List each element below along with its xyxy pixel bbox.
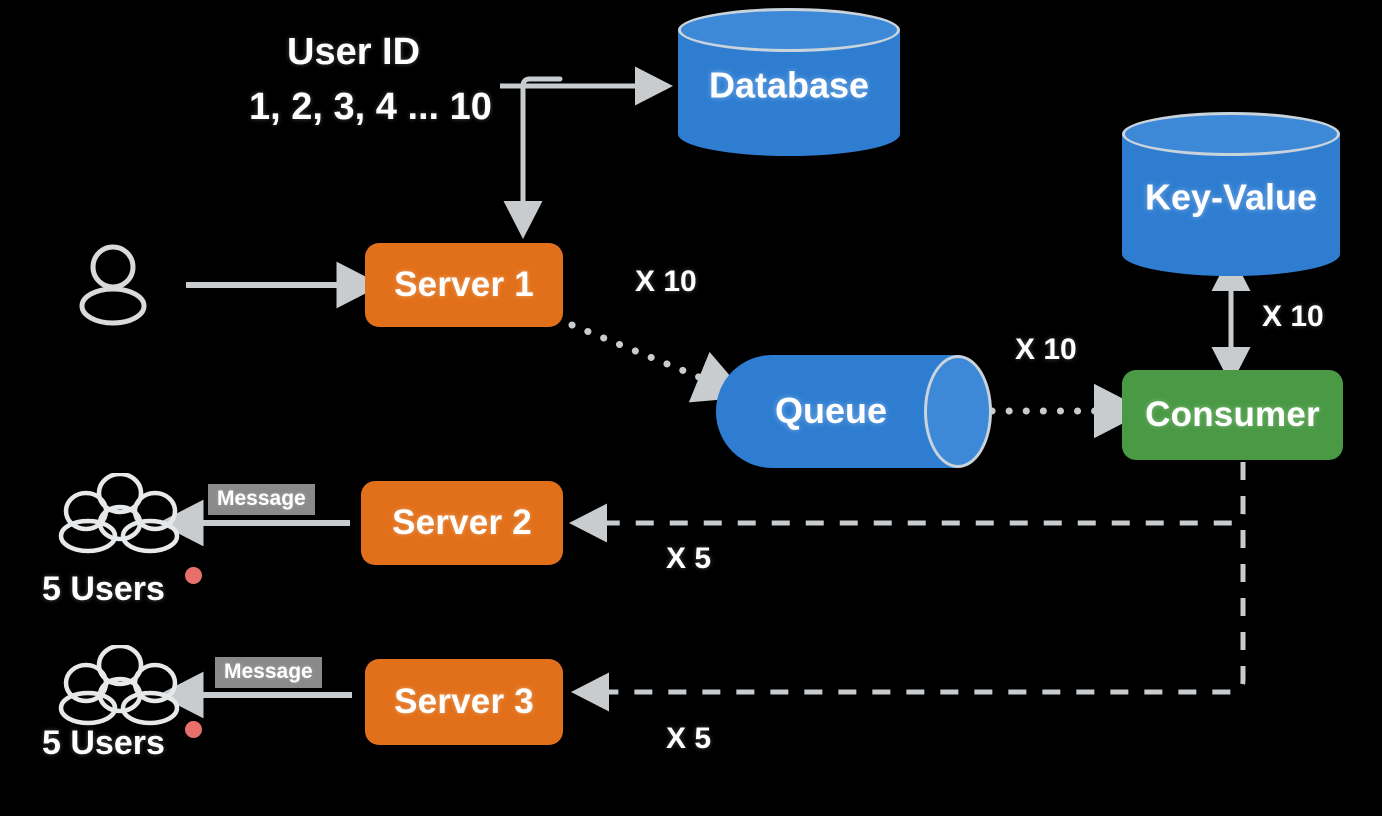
edge-label-consumer-server3: X 5: [666, 722, 712, 755]
server-1-label: Server 1: [394, 265, 534, 304]
server-2-node[interactable]: Server 2: [361, 481, 563, 565]
wire-consumer-to-server3: [570, 462, 1246, 712]
edge-label-consumer-keyvalue: X 10: [1262, 300, 1324, 333]
queue-label: Queue: [774, 389, 888, 431]
server-2-label: Server 2: [392, 503, 532, 542]
edge-label-queue-consumer: X 10: [1015, 333, 1077, 366]
edge-label-consumer-server2: X 5: [666, 542, 712, 575]
queue-node[interactable]: Queue: [716, 355, 992, 468]
server-3-label: Server 3: [394, 682, 534, 721]
message-badge-server3: Message: [215, 657, 322, 688]
edge-label-server1-queue: X 10: [635, 265, 697, 298]
status-dot-1: [185, 567, 202, 584]
consumer-node[interactable]: Consumer: [1122, 370, 1343, 460]
key-value-label: Key-Value: [1144, 176, 1318, 218]
server-1-node[interactable]: Server 1: [365, 243, 563, 327]
user-id-title: User ID: [287, 31, 421, 73]
database-cylinder-top: [678, 8, 900, 52]
wire-server1-to-queue: [568, 321, 749, 403]
user-id-values: 1, 2, 3, 4 ... 10: [249, 86, 492, 128]
user-group-icon-2: [58, 645, 180, 726]
database-label: Database: [708, 64, 870, 106]
queue-cylinder-cap: [924, 355, 992, 468]
user-icon: [79, 244, 147, 326]
wire-consumer-to-server2: [568, 462, 1246, 543]
users-label-1: 5 Users: [42, 570, 165, 608]
status-dot-2: [185, 721, 202, 738]
message-badge-server2: Message: [208, 484, 315, 515]
server-3-node[interactable]: Server 3: [365, 659, 563, 745]
users-label-2: 5 Users: [42, 724, 165, 762]
user-group-icon-1: [58, 473, 180, 554]
key-value-node[interactable]: Key-Value: [1122, 112, 1340, 276]
key-value-cylinder-top: [1122, 112, 1340, 156]
queue-cylinder-body: [716, 355, 958, 468]
wire-userid-corner-down: [520, 76, 563, 129]
consumer-label: Consumer: [1145, 395, 1320, 434]
database-node[interactable]: Database: [678, 8, 900, 156]
